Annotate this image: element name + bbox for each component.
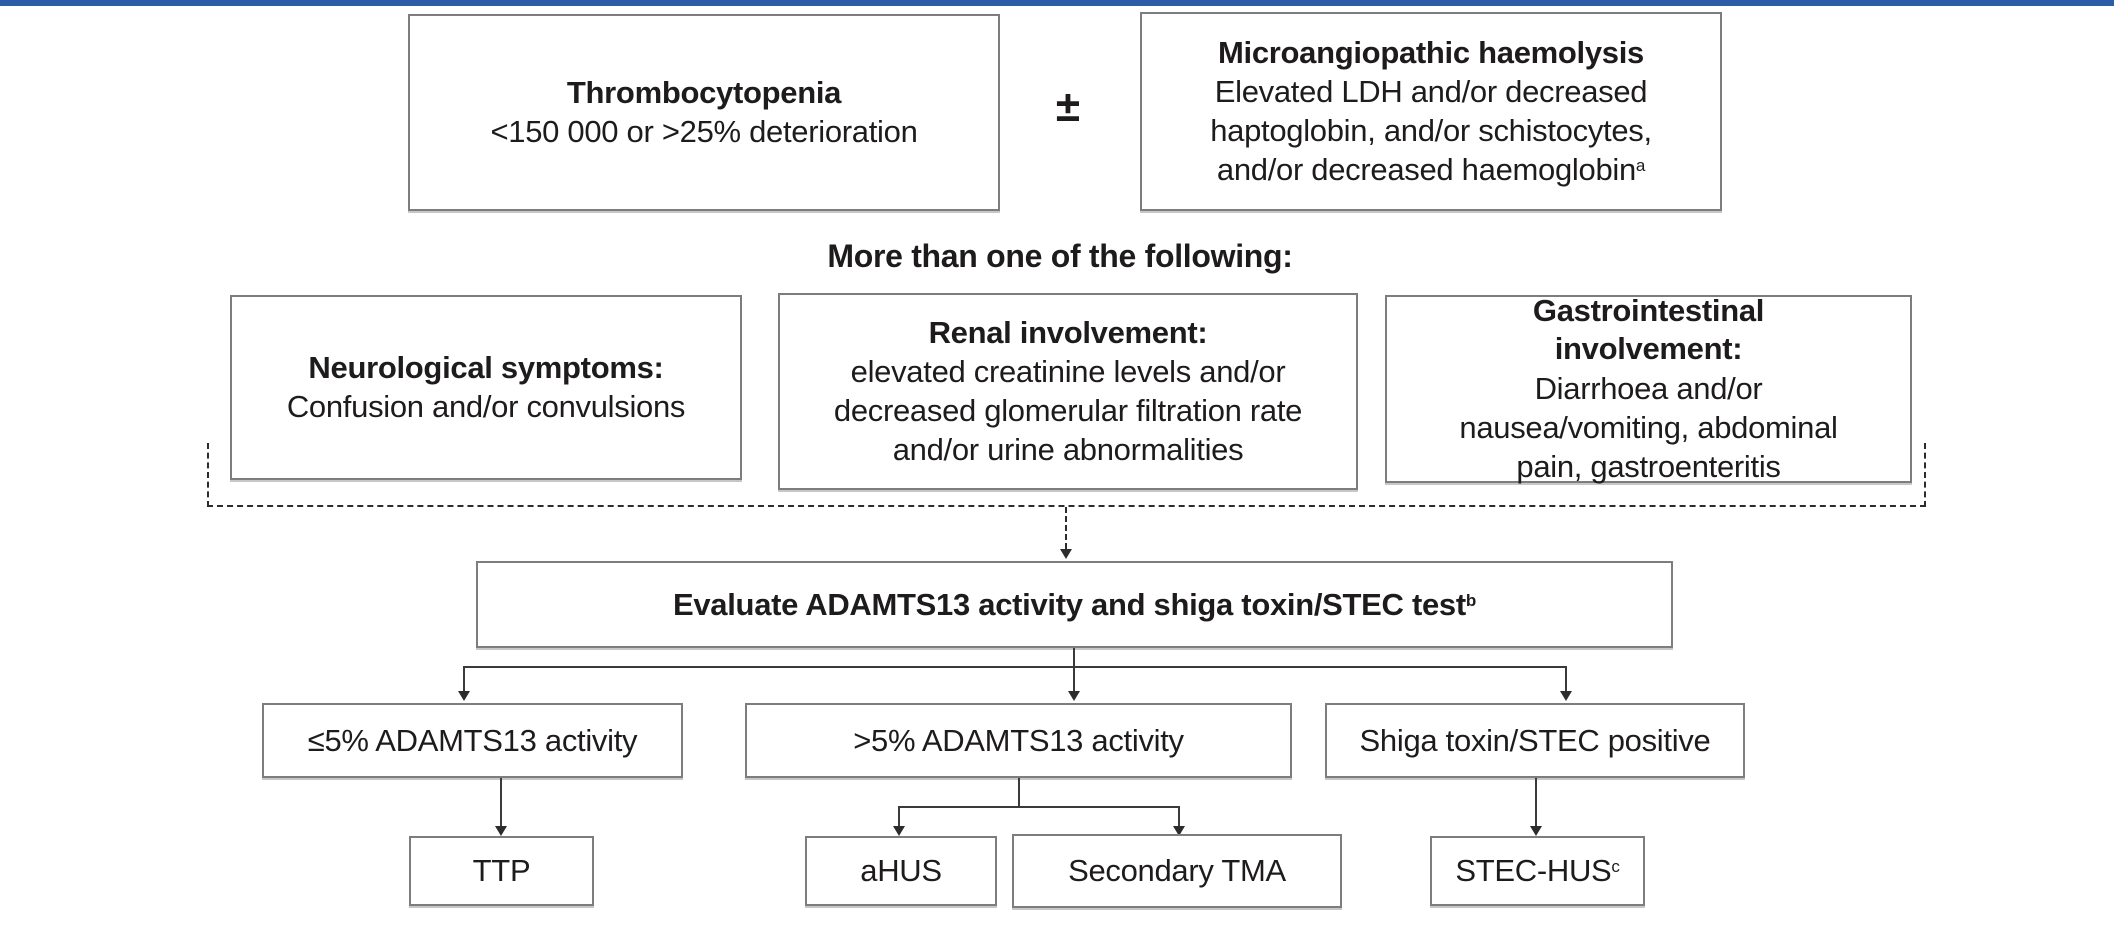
node-evaluate-text: Evaluate ADAMTS13 activity and shiga tox… (672, 586, 1466, 622)
node-haemolysis-body: Elevated LDH and/or decreased haptoglobi… (1171, 72, 1691, 189)
node-thrombocytopenia-body: <150 000 or >25% deterioration (490, 114, 918, 150)
node-shiga-positive: Shiga toxin/STEC positive (1325, 703, 1745, 778)
connector-high-rail (898, 806, 1178, 808)
connector-high-stem (1018, 778, 1020, 808)
node-evaluate-adamts13: Evaluate ADAMTS13 activity and shiga tox… (476, 561, 1673, 648)
arrowhead-stec-hus-icon (1530, 826, 1542, 836)
footnote-a: a (1635, 155, 1646, 175)
node-gastrointestinal-involvement: Gastrointestinal involvement: Diarrhoea … (1385, 293, 1912, 484)
node-renal-title: Renal involvement: (928, 314, 1208, 350)
node-evaluate-label: Evaluate ADAMTS13 activity and shiga tox… (673, 586, 1476, 623)
node-gastrointestinal-title: Gastrointestinal involvement: (1532, 293, 1765, 367)
node-neurological-symptoms: Neurological symptoms: Confusion and/or … (230, 295, 742, 480)
node-adamts13-low: ≤5% ADAMTS13 activity (262, 703, 683, 778)
node-adamts13-high: >5% ADAMTS13 activity (745, 703, 1292, 778)
node-neurological-body: Confusion and/or convulsions (286, 389, 686, 425)
arrowhead-adamts13-low-icon (458, 691, 470, 701)
connector-to-stec-hus (1535, 778, 1537, 828)
arrowhead-ttp-icon (495, 826, 507, 836)
node-renal-body: elevated creatinine levels and/or decrea… (833, 354, 1303, 468)
node-shiga-positive-label: Shiga toxin/STEC positive (1359, 722, 1711, 758)
connector-to-ttp (500, 778, 502, 828)
connector-to-adamts13-high (1073, 666, 1075, 692)
dashed-connector-left (207, 443, 209, 507)
connector-to-secondary-tma (1178, 806, 1180, 826)
node-secondary-tma: Secondary TMA (1012, 834, 1342, 908)
footnote-b: b (1465, 590, 1476, 610)
node-ttp: TTP (409, 836, 594, 906)
node-stec-hus-text: STEC-HUS (1455, 853, 1612, 889)
node-stec-hus-label: STEC-HUSc (1455, 852, 1620, 889)
node-ahus-label: aHUS (860, 853, 942, 889)
connector-to-adamts13-low (463, 666, 465, 692)
node-secondary-tma-label: Secondary TMA (1068, 853, 1286, 889)
node-ahus: aHUS (805, 836, 997, 906)
dashed-connector-right (1924, 443, 1926, 507)
dashed-connector-bottom (207, 505, 1926, 507)
connector-evaluate-stem (1073, 648, 1075, 666)
arrowhead-shiga-positive-icon (1560, 691, 1572, 701)
footnote-c: c (1611, 857, 1620, 877)
node-neurological-title: Neurological symptoms: (308, 349, 664, 385)
node-thrombocytopenia-title: Thrombocytopenia (566, 74, 842, 110)
top-border-rule (0, 0, 2114, 6)
node-microangiopathic-haemolysis: Microangiopathic haemolysis Elevated LDH… (1140, 12, 1722, 211)
node-adamts13-high-label: >5% ADAMTS13 activity (853, 722, 1184, 758)
node-thrombocytopenia: Thrombocytopenia <150 000 or >25% deteri… (408, 14, 1000, 211)
section-heading: More than one of the following: (827, 238, 1293, 274)
node-adamts13-low-label: ≤5% ADAMTS13 activity (307, 722, 638, 758)
plus-minus-symbol: ± (1055, 82, 1081, 131)
node-stec-hus: STEC-HUSc (1430, 836, 1645, 906)
connector-to-ahus (898, 806, 900, 826)
connector-result-rail (463, 666, 1565, 668)
node-haemolysis-title: Microangiopathic haemolysis (1217, 34, 1644, 70)
node-ttp-label: TTP (472, 853, 531, 889)
arrowhead-ahus-icon (893, 826, 905, 836)
node-renal-involvement: Renal involvement: elevated creatinine l… (778, 293, 1358, 490)
node-gastrointestinal-body: Diarrhoea and/or nausea/vomiting, abdomi… (1459, 370, 1838, 484)
arrowhead-adamts13-high-icon (1068, 691, 1080, 701)
dashed-arrowhead-icon (1060, 549, 1072, 559)
connector-to-shiga-positive (1565, 666, 1567, 692)
dashed-arrow-line (1065, 507, 1067, 549)
arrowhead-secondary-tma-icon (1173, 826, 1185, 836)
node-haemolysis-body-text: Elevated LDH and/or decreased haptoglobi… (1210, 74, 1652, 188)
